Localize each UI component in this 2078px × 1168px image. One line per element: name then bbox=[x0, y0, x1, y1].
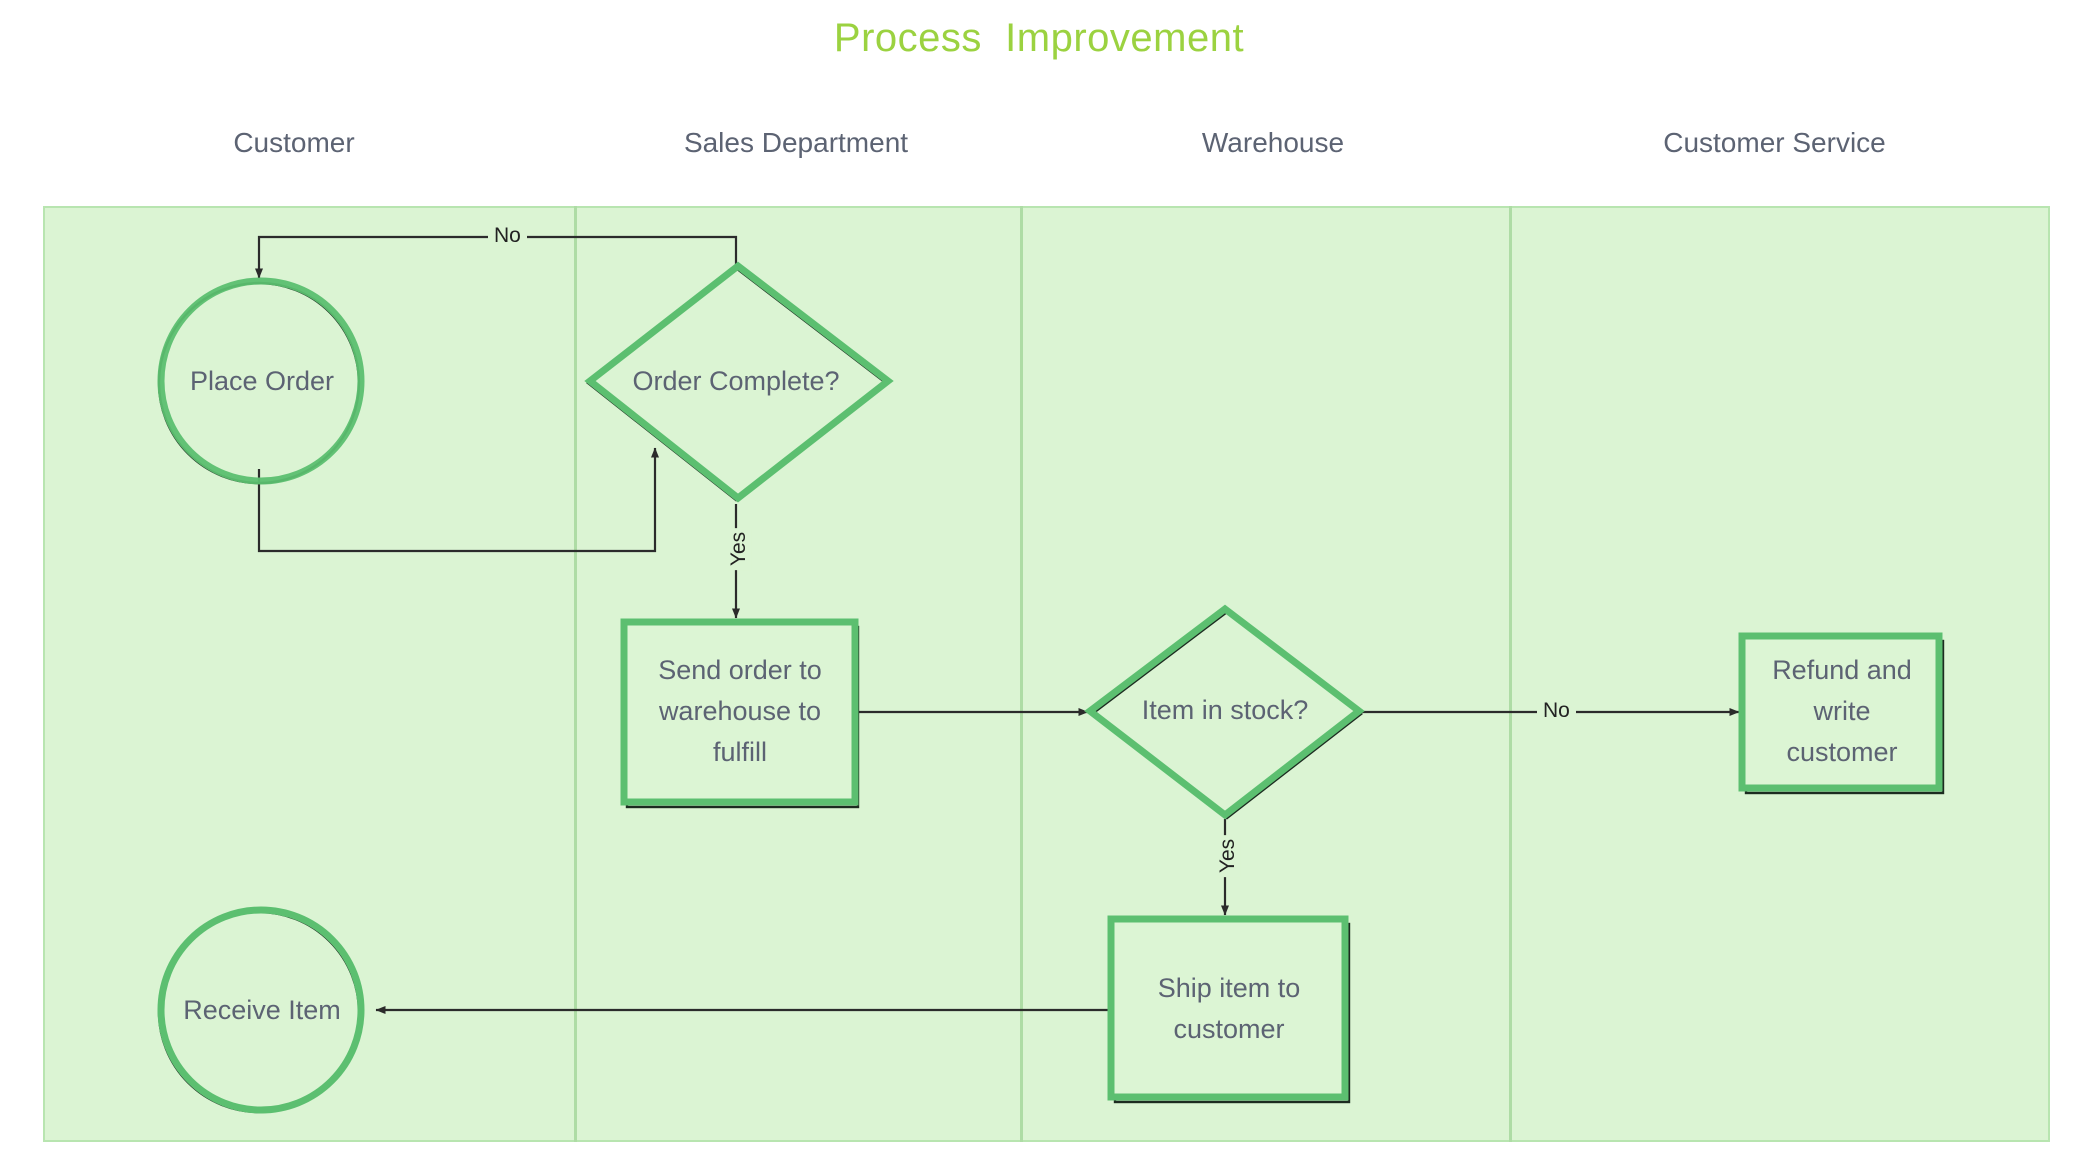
node-receive-item[interactable] bbox=[157, 906, 365, 1114]
edge-label-order-complete-yes: Yes bbox=[727, 527, 752, 571]
lane-divider-3 bbox=[1509, 206, 1512, 1142]
edge-label-order-complete-no: No bbox=[488, 224, 527, 248]
node-place-order[interactable] bbox=[157, 277, 365, 485]
edge-label-stock-yes: Yes bbox=[1216, 834, 1241, 878]
lane-header-sales-department: Sales Department bbox=[683, 127, 909, 158]
lane-divider-1 bbox=[574, 206, 577, 1142]
lane-header-customer-service: Customer Service bbox=[1663, 127, 1886, 158]
node-item-in-stock[interactable] bbox=[1084, 604, 1365, 820]
connector-place-order-loop bbox=[257, 447, 659, 553]
lane-divider-2 bbox=[1020, 206, 1023, 1142]
lane-header-warehouse: Warehouse bbox=[1201, 127, 1345, 158]
node-order-complete[interactable] bbox=[584, 261, 894, 503]
edge-label-stock-no: No bbox=[1537, 699, 1576, 723]
node-ship-item[interactable] bbox=[1107, 915, 1351, 1104]
lane-header-customer: Customer bbox=[233, 127, 355, 158]
node-refund-and-write[interactable] bbox=[1738, 632, 1945, 795]
swimlane-container bbox=[43, 206, 2050, 1142]
diagram-title: Process Improvement bbox=[833, 16, 1245, 60]
node-send-order[interactable] bbox=[620, 618, 860, 809]
